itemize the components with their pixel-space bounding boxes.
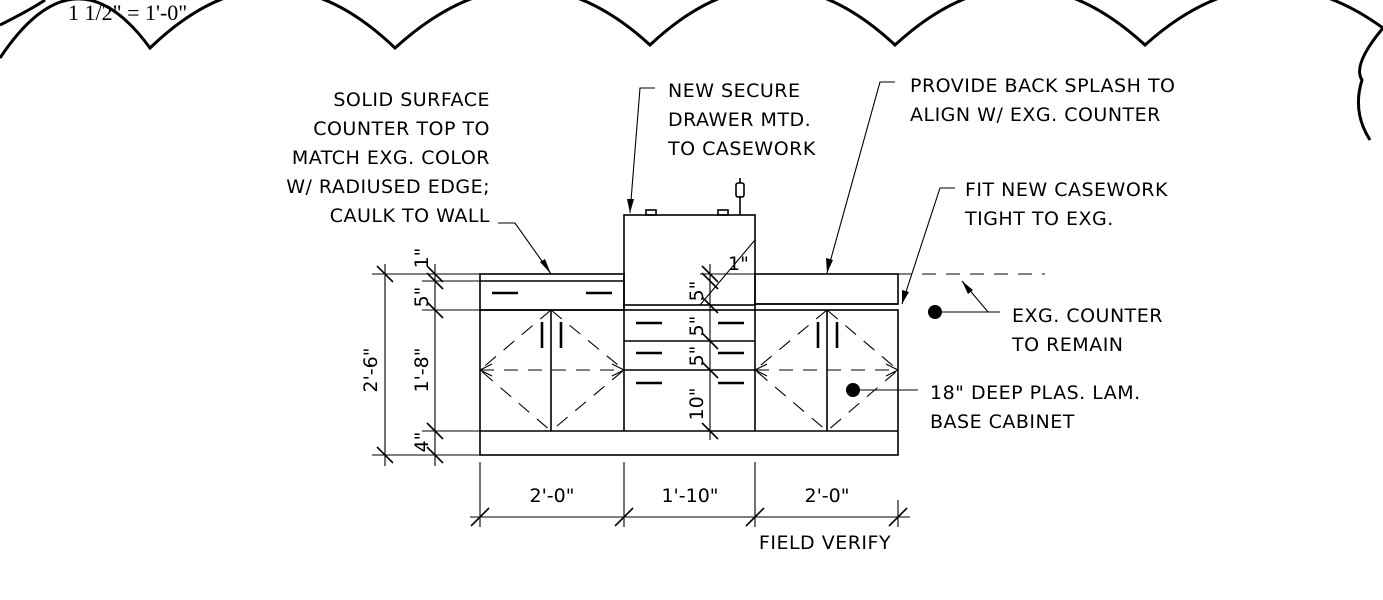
left-dimension-lines <box>372 264 480 466</box>
note-solid-surface: SOLID SURFACE COUNTER TOP TO MATCH EXG. … <box>286 89 490 227</box>
dim-bottom-left: 2'-0" <box>530 485 575 507</box>
scale-label: 1 1/2" = 1'-0" <box>68 0 187 25</box>
middle-dimension-lines <box>700 264 755 440</box>
bottom-dimension-lines <box>470 462 910 527</box>
base-cabinet-dot <box>846 383 860 397</box>
dim-mid-5b: 5" <box>686 316 708 337</box>
svg-text:CAULK TO WALL: CAULK TO WALL <box>330 205 490 227</box>
note-secure-drawer: NEW SECURE DRAWER MTD. TO CASEWORK <box>667 80 816 160</box>
dim-mid-1: 1" <box>728 253 749 275</box>
svg-text:TO CASEWORK: TO CASEWORK <box>667 138 816 160</box>
field-verify-note: FIELD VERIFY <box>759 532 891 554</box>
svg-text:ALIGN W/ EXG. COUNTER: ALIGN W/ EXG. COUNTER <box>910 104 1161 126</box>
dim-mid-10: 10" <box>686 388 708 421</box>
svg-text:PROVIDE BACK SPLASH TO: PROVIDE BACK SPLASH TO <box>910 75 1176 97</box>
dim-bottom-mid: 1'-10" <box>661 485 718 507</box>
secure-drawer-box <box>623 178 756 306</box>
svg-text:MATCH EXG. COLOR: MATCH EXG. COLOR <box>292 147 490 169</box>
cabinet-handles <box>492 291 839 385</box>
note-base-cabinet: 18" DEEP PLAS. LAM. BASE CABINET <box>930 382 1141 433</box>
svg-text:EXG. COUNTER: EXG. COUNTER <box>1012 305 1163 327</box>
note-exg-counter: EXG. COUNTER TO REMAIN <box>1011 305 1163 356</box>
exg-counter-dot <box>928 305 942 319</box>
dim-left-1: 1" <box>411 248 433 269</box>
dim-left-4: 4" <box>411 432 433 453</box>
door-swing-lines <box>479 309 899 432</box>
dim-bottom-right: 2'-0" <box>805 485 850 507</box>
leader-lines <box>498 81 1000 391</box>
svg-text:TO REMAIN: TO REMAIN <box>1011 334 1124 356</box>
svg-text:W/ RADIUSED EDGE;: W/ RADIUSED EDGE; <box>286 176 490 198</box>
svg-text:FIT NEW CASEWORK: FIT NEW CASEWORK <box>965 179 1168 201</box>
svg-text:DRAWER MTD.: DRAWER MTD. <box>668 109 811 131</box>
svg-text:SOLID SURFACE: SOLID SURFACE <box>333 89 490 111</box>
dim-left-5: 5" <box>411 287 433 308</box>
dim-left-18: 1'-8" <box>411 348 433 393</box>
dim-mid-5a: 5" <box>686 281 708 302</box>
dim-overall-height: 2'-6" <box>360 348 382 393</box>
svg-text:COUNTER TOP TO: COUNTER TOP TO <box>313 118 490 140</box>
dim-mid-5c: 5" <box>686 346 708 367</box>
revision-cloud <box>0 0 1383 141</box>
note-back-splash: PROVIDE BACK SPLASH TO ALIGN W/ EXG. COU… <box>910 75 1176 126</box>
svg-text:TIGHT TO EXG.: TIGHT TO EXG. <box>964 208 1114 230</box>
svg-text:NEW SECURE: NEW SECURE <box>668 80 801 102</box>
svg-text:BASE CABINET: BASE CABINET <box>930 411 1075 433</box>
note-fit-casework: FIT NEW CASEWORK TIGHT TO EXG. <box>964 179 1168 230</box>
svg-text:18" DEEP PLAS. LAM.: 18" DEEP PLAS. LAM. <box>930 382 1141 404</box>
